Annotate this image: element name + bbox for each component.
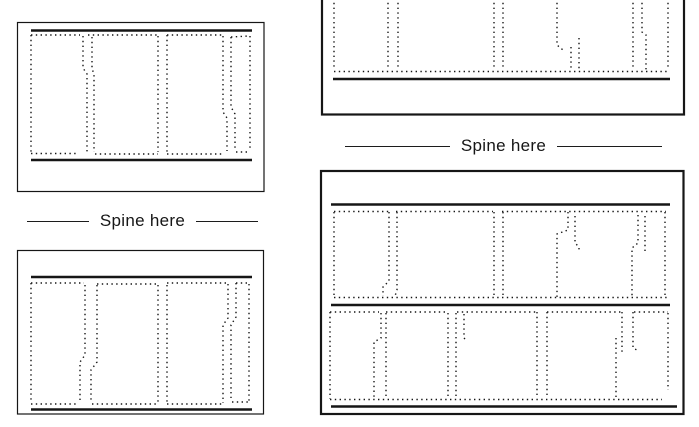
shelf-bottom-left bbox=[16, 249, 265, 415]
spine-label-left-text: Spine here bbox=[99, 211, 186, 230]
label-dash-right-2 bbox=[557, 145, 663, 147]
label-dash-left-1 bbox=[27, 220, 89, 222]
label-dash-left-2 bbox=[196, 220, 259, 222]
spine-label-left: Spine here bbox=[27, 210, 259, 232]
shelf-top-right-cropped bbox=[320, 0, 686, 116]
spine-label-right-text: Spine here bbox=[460, 136, 547, 155]
label-dash-right-1 bbox=[345, 145, 450, 147]
shelf-bottom-right-double bbox=[319, 169, 685, 416]
spine-label-right: Spine here bbox=[345, 135, 663, 157]
shelf-top-left bbox=[16, 21, 265, 193]
